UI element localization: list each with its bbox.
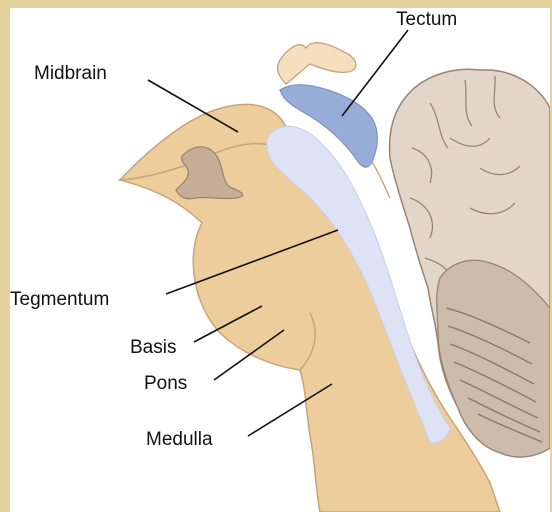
tegmentum-label: Tegmentum: [10, 290, 109, 309]
pineal-region: [278, 43, 356, 84]
tectum-leader: [342, 30, 408, 116]
tectum-label: Tectum: [396, 10, 457, 29]
pons-label: Pons: [144, 374, 187, 393]
aqueduct-line: [372, 162, 390, 198]
midbrain-label: Midbrain: [34, 64, 107, 83]
medulla-label: Medulla: [146, 430, 213, 449]
basis-label: Basis: [130, 338, 176, 357]
diagram-panel: Tectum Midbrain Tegmentum Basis Pons Med…: [10, 8, 550, 512]
